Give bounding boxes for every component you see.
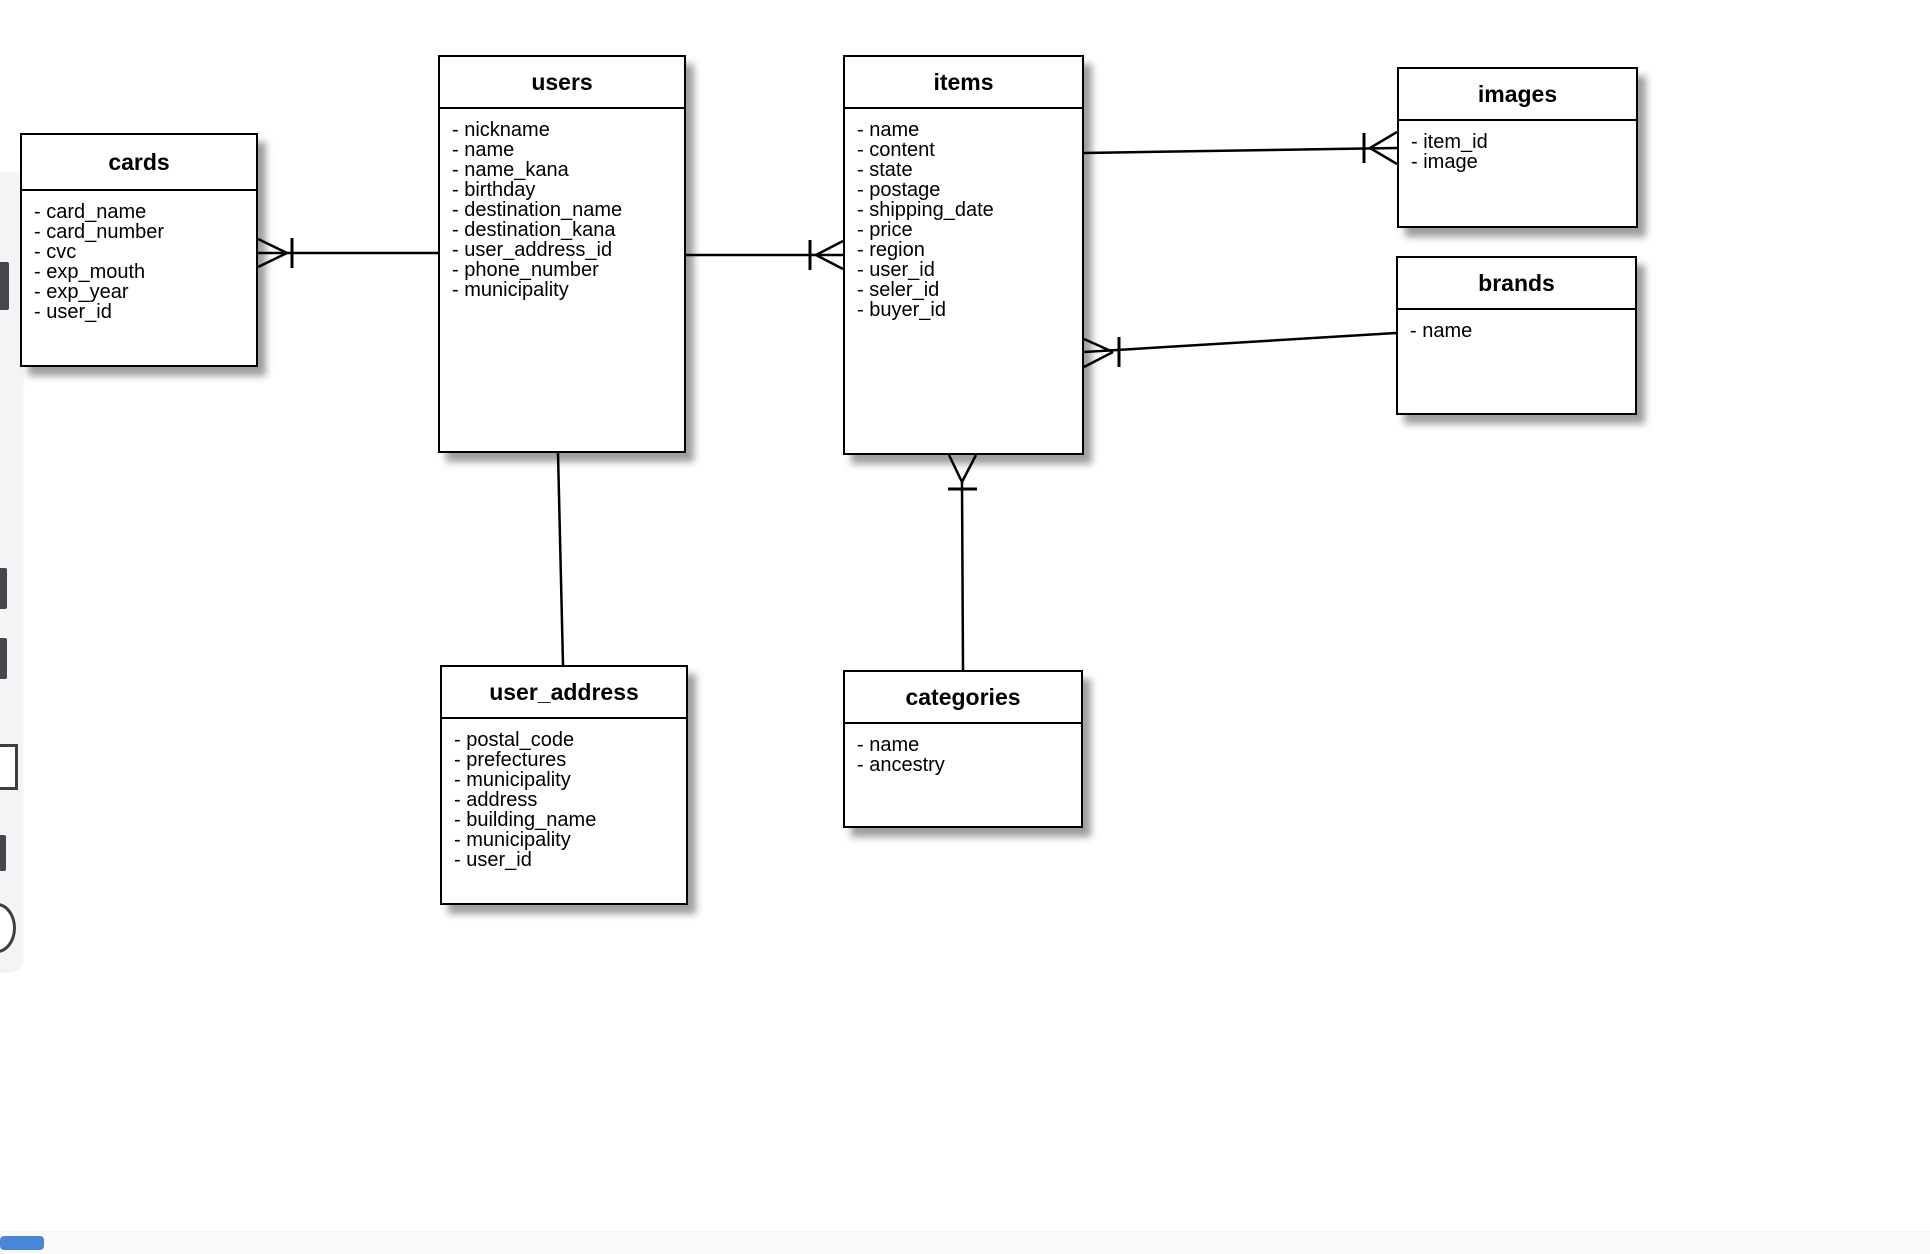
entity-field: - prefectures (454, 749, 567, 771)
palette-shape-icon[interactable] (0, 638, 7, 679)
entity-user-address[interactable]: user_address - postal_code- prefectures-… (440, 665, 688, 905)
entity-field: - name (857, 734, 920, 756)
entity-field: - item_id (1411, 131, 1488, 153)
entity-field: - name (857, 119, 920, 141)
shape-palette-edge (0, 172, 22, 970)
entity-field: - postage (857, 179, 941, 201)
entity-field: - birthday (452, 179, 536, 201)
entity-field: - seler_id (857, 279, 940, 301)
horizontal-scrollbar-track[interactable] (0, 1231, 1930, 1254)
entity-fields: - item_id- image (1399, 121, 1636, 172)
connector-items-brands[interactable] (1083, 331, 1397, 369)
entity-title: categories (845, 672, 1081, 724)
entity-field: - shipping_date (857, 199, 994, 221)
crow-foot-marker (1369, 146, 1398, 166)
entity-title: cards (22, 135, 256, 191)
entity-fields: - card_name- card_number- cvc- exp_mouth… (22, 191, 256, 322)
crow-foot-marker (947, 454, 964, 483)
entity-field: - user_id (857, 259, 935, 281)
crow-foot-marker (1369, 130, 1398, 150)
entity-field: - name (452, 139, 515, 161)
entity-field: - image (1411, 151, 1478, 173)
palette-shape-icon[interactable] (0, 568, 7, 609)
crow-foot-marker (257, 251, 288, 269)
connector-items-categories[interactable] (947, 454, 978, 671)
entity-field: - region (857, 239, 925, 261)
entity-field: - user_id (34, 301, 112, 323)
entity-fields: - name- content- state- postage- shippin… (845, 109, 1082, 320)
entity-field: - state (857, 159, 913, 181)
connector-cards-users[interactable] (257, 237, 438, 269)
entity-cards[interactable]: cards - card_name- card_number- cvc- exp… (20, 133, 258, 367)
entity-field: - address (454, 789, 538, 811)
palette-shape-icon[interactable] (0, 262, 9, 310)
entity-field: - building_name (454, 809, 597, 831)
entity-title: user_address (442, 667, 686, 719)
entity-categories[interactable]: categories - name- ancestry (843, 670, 1083, 828)
entity-field: - content (857, 139, 935, 161)
entity-fields: - postal_code- prefectures- municipality… (442, 719, 686, 870)
entity-field: - municipality (452, 279, 569, 301)
entity-title: items (845, 57, 1082, 109)
entity-title: users (440, 57, 684, 109)
crow-foot-marker (815, 239, 844, 257)
connector-items-images[interactable] (1083, 130, 1398, 166)
entity-field: - phone_number (452, 259, 599, 281)
entity-images[interactable]: images - item_id- image (1397, 67, 1638, 228)
entity-field: - user_id (454, 849, 532, 871)
entity-fields: - name (1398, 310, 1635, 341)
crow-foot-marker (257, 237, 288, 255)
entity-items[interactable]: items - name- content- state- postage- s… (843, 55, 1084, 455)
palette-rectangle-icon[interactable] (0, 744, 18, 790)
entity-field: - destination_kana (452, 219, 616, 241)
connector-users-items[interactable] (686, 239, 844, 271)
entity-field: - buyer_id (857, 299, 946, 321)
entity-field: - municipality (454, 829, 571, 851)
crow-foot-marker (960, 454, 978, 483)
crow-foot-marker (815, 253, 844, 271)
entity-field: - price (857, 219, 913, 241)
crow-foot-marker (1083, 350, 1114, 369)
entity-field: - postal_code (454, 729, 575, 751)
entity-field: - exp_mouth (34, 261, 146, 283)
entity-field: - ancestry (857, 754, 945, 776)
entity-field: - card_name (34, 201, 147, 223)
horizontal-scrollbar-thumb[interactable] (0, 1236, 44, 1250)
entity-brands[interactable]: brands - name (1396, 256, 1637, 415)
connector-users-user_address[interactable] (556, 452, 565, 666)
entity-title: images (1399, 69, 1636, 121)
entity-field: - cvc (34, 241, 77, 263)
entity-field: - municipality (454, 769, 571, 791)
entity-field: - card_number (34, 221, 165, 243)
entity-fields: - name- ancestry (845, 724, 1081, 775)
entity-users[interactable]: users - nickname- name- name_kana- birth… (438, 55, 686, 453)
entity-field: - name (1410, 320, 1473, 342)
entity-field: - user_address_id (452, 239, 613, 261)
palette-shape-icon[interactable] (0, 835, 6, 871)
entity-field: - nickname (452, 119, 550, 141)
entity-field: - destination_name (452, 199, 623, 221)
entity-field: - name_kana (452, 159, 569, 181)
entity-fields: - nickname- name- name_kana- birthday- d… (440, 109, 684, 300)
entity-field: - exp_year (34, 281, 129, 303)
entity-title: brands (1398, 258, 1635, 310)
crow-foot-marker (1083, 337, 1114, 354)
